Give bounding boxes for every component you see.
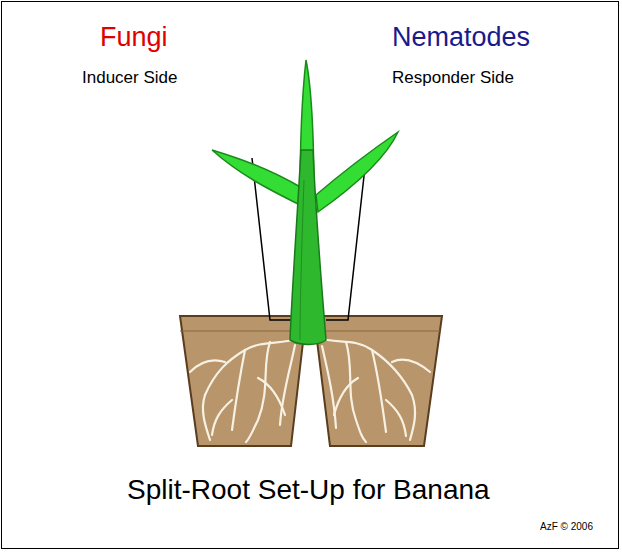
left-leaf (212, 150, 302, 205)
pseudostem (290, 150, 326, 345)
fungi-label: Fungi (100, 22, 168, 53)
inducer-side-label: Inducer Side (82, 68, 177, 88)
right-pot (314, 316, 442, 446)
figure-title: Split-Root Set-Up for Banana (127, 474, 490, 506)
copyright-note: AzF © 2006 (540, 521, 593, 533)
right-leaf (316, 132, 398, 212)
left-roots (190, 338, 300, 442)
stem-shade (300, 180, 304, 340)
right-roots (318, 338, 430, 442)
left-pot (180, 316, 306, 446)
responder-side-label: Responder Side (392, 68, 514, 88)
nematodes-label: Nematodes (392, 22, 530, 53)
banana-plant (212, 60, 398, 345)
